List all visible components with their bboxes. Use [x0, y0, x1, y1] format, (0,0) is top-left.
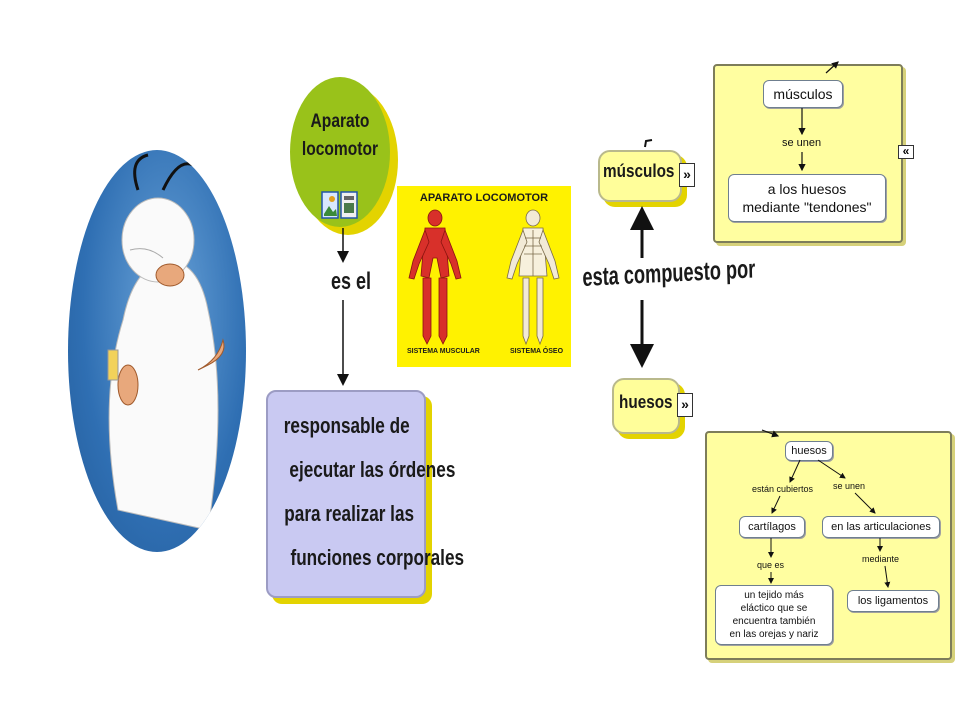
- arrow-panel-entry-top: [825, 61, 839, 74]
- arrow-mediante-to-ligamentos: [884, 565, 891, 588]
- node-tejido[interactable]: un tejido más eláctico que se encuentra …: [715, 585, 833, 645]
- main-concept-title: Aparato locomotor: [301, 108, 380, 164]
- tendones-line-2: mediante "tendones": [742, 199, 872, 215]
- arrow-cubiertos-to-cartilagos: [771, 495, 781, 514]
- definition-node[interactable]: [266, 390, 426, 598]
- link-se-unen: se unen: [833, 481, 866, 491]
- definition-text: responsable de ejecutar las órdenes para…: [266, 404, 464, 580]
- tendones-line-1: a los huesos: [767, 181, 847, 197]
- tejido-line-4: en las orejas y nariz: [729, 629, 819, 640]
- musculos-node-tick: [644, 139, 653, 148]
- panel-musculos-node[interactable]: músculos: [763, 80, 843, 108]
- caption-oseo: SISTEMA ÓSEO: [510, 348, 564, 355]
- title-line-1: Aparato: [310, 111, 370, 132]
- expand-musculos-button[interactable]: »: [679, 163, 695, 187]
- anatomy-image: [397, 186, 571, 367]
- node-musculos[interactable]: [598, 150, 682, 202]
- node-musculos-label: músculos: [603, 161, 675, 181]
- definition-line-4: funciones corporales: [290, 545, 465, 570]
- old-man-icon: [107, 153, 225, 531]
- panel-huesos-node[interactable]: huesos: [785, 441, 833, 461]
- tejido-line-1: un tejido más: [744, 590, 804, 601]
- anatomy-figures-icon: [408, 209, 560, 346]
- character-illustration: [68, 150, 246, 552]
- tejido-line-3: encuentra también: [732, 616, 816, 627]
- panel-musculos-tendones-node[interactable]: a los huesos mediante "tendones": [728, 174, 886, 222]
- link-que-es: que es: [757, 560, 785, 570]
- node-huesos[interactable]: [612, 378, 680, 434]
- node-articulaciones[interactable]: en las articulaciones: [822, 516, 940, 538]
- node-ligamentos[interactable]: los ligamentos: [847, 590, 939, 612]
- link-label-es-el: es el: [331, 268, 372, 295]
- arrow-huesos-to-cubiertos: [789, 459, 801, 483]
- main-concept-node[interactable]: [290, 77, 390, 227]
- node-cartilagos[interactable]: cartílagos: [739, 516, 805, 538]
- definition-line-3: para realizar las: [284, 501, 415, 526]
- title-line-2: locomotor: [301, 139, 379, 160]
- collapse-panel-button[interactable]: «: [898, 145, 914, 159]
- caption-muscular: SISTEMA MUSCULAR: [407, 348, 480, 355]
- node-huesos-label: huesos: [619, 392, 673, 412]
- definition-line-2: ejecutar las órdenes: [289, 457, 456, 482]
- expand-huesos-button[interactable]: »: [677, 393, 693, 417]
- link-cubiertos: están cubiertos: [752, 484, 814, 494]
- attachment-icons[interactable]: [320, 190, 360, 222]
- arrow-huesos-to-se-unen: [817, 459, 846, 479]
- arrow-panel-entry-huesos: [761, 429, 780, 438]
- link-mediante: mediante: [862, 554, 900, 564]
- panel-musculos-link: se unen: [782, 137, 822, 149]
- anatomy-image-title: APARATO LOCOMOTOR: [419, 192, 549, 204]
- definition-line-1: responsable de: [283, 413, 410, 438]
- tejido-line-2: eláctico que se: [740, 603, 808, 614]
- arrow-se-unen-to-articulaciones: [854, 492, 876, 514]
